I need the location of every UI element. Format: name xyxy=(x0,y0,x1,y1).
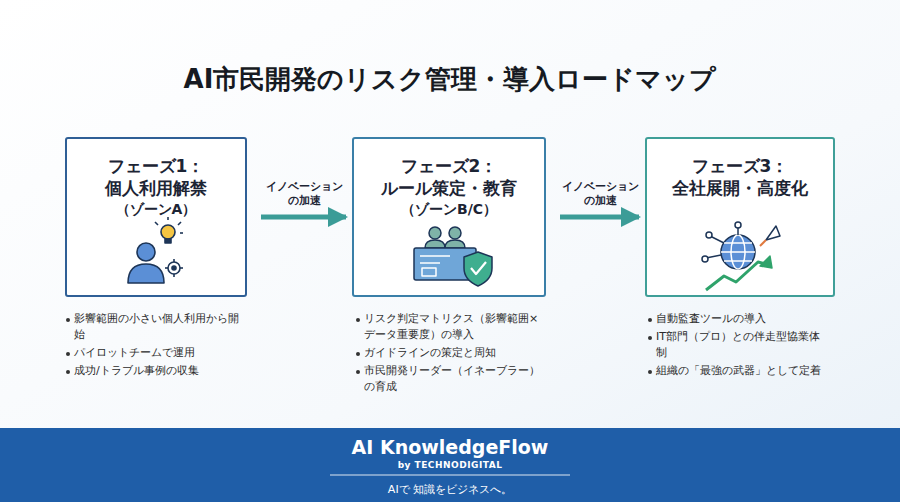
bullet-text: 成功/トラブル事例の収集 xyxy=(66,363,246,379)
bullet-text: 市民開発リーダー（イネーブラー）の育成 xyxy=(356,363,548,395)
bullet-text: 影響範囲の小さい個人利用から開始 xyxy=(66,311,246,343)
brand-company: by TECHNODIGITAL xyxy=(0,460,900,470)
footer-band xyxy=(0,428,900,502)
bullet-dot xyxy=(356,370,360,374)
brand-name: AI KnowledgeFlow xyxy=(0,436,900,458)
phase-box: フェーズ3： 全社展開・高度化 xyxy=(645,137,835,297)
bullet-dot xyxy=(648,336,652,340)
flow-arrow xyxy=(560,215,639,220)
bullet-text: 組織の「最強の武器」として定着 xyxy=(648,363,828,379)
bullet-dot xyxy=(648,318,652,322)
phase-box: フェーズ2： ルール策定・教育（ゾーンB/C） xyxy=(352,137,546,297)
globe-growth-icon xyxy=(702,222,780,290)
bullet-dot xyxy=(356,318,360,322)
brand-tagline: AIで 知識をビジネスへ。 xyxy=(0,482,900,497)
bullet-item: 成功/トラブル事例の収集 xyxy=(66,363,246,379)
zone-label: （ゾーンA） xyxy=(77,199,235,219)
bullet-text: IT部門（プロ）との伴走型協業体制 xyxy=(648,329,828,361)
arrow-label: イノベーション の加速 xyxy=(555,179,645,207)
bullet-item: 組織の「最強の武器」として定着 xyxy=(648,363,828,379)
bullet-item: パイロットチームで運用 xyxy=(66,345,246,361)
arrow-label: イノベーション の加速 xyxy=(259,179,349,207)
bullet-item: リスク判定マトリクス（影響範囲×データ重要度）の導入 xyxy=(356,311,548,343)
bullet-dot xyxy=(648,370,652,374)
bullet-text: 自動監査ツールの導入 xyxy=(648,311,828,327)
bullet-item: 市民開発リーダー（イネーブラー）の育成 xyxy=(356,363,548,395)
bullet-dot xyxy=(66,318,70,322)
footer-rule xyxy=(330,475,570,476)
bullet-item: 自動監査ツールの導入 xyxy=(648,311,828,327)
phase-heading: フェーズ1： 個人利用解禁 xyxy=(77,155,235,199)
flow-arrow xyxy=(261,215,346,220)
team-shield-icon xyxy=(414,227,492,286)
phase-heading: フェーズ3： 全社展開・高度化 xyxy=(657,155,823,199)
bullet-text: パイロットチームで運用 xyxy=(66,345,246,361)
phase-box: フェーズ1： 個人利用解禁（ゾーンA） xyxy=(65,137,247,297)
zone-label: （ゾーンB/C） xyxy=(364,199,534,219)
bullet-dot xyxy=(356,352,360,356)
phase-heading: フェーズ2： ルール策定・教育 xyxy=(364,155,534,199)
bullet-item: 影響範囲の小さい個人利用から開始 xyxy=(66,311,246,343)
person-idea-icon xyxy=(128,217,183,283)
bullet-text: リスク判定マトリクス（影響範囲×データ重要度）の導入 xyxy=(356,311,548,343)
bullet-item: ガイドラインの策定と周知 xyxy=(356,345,548,361)
bullet-item: IT部門（プロ）との伴走型協業体制 xyxy=(648,329,828,361)
bullet-dot xyxy=(66,370,70,374)
bullet-dot xyxy=(66,352,70,356)
bullet-text: ガイドラインの策定と周知 xyxy=(356,345,548,361)
diagram-title: AI市民開発のリスク管理・導入ロードマップ xyxy=(0,62,900,97)
